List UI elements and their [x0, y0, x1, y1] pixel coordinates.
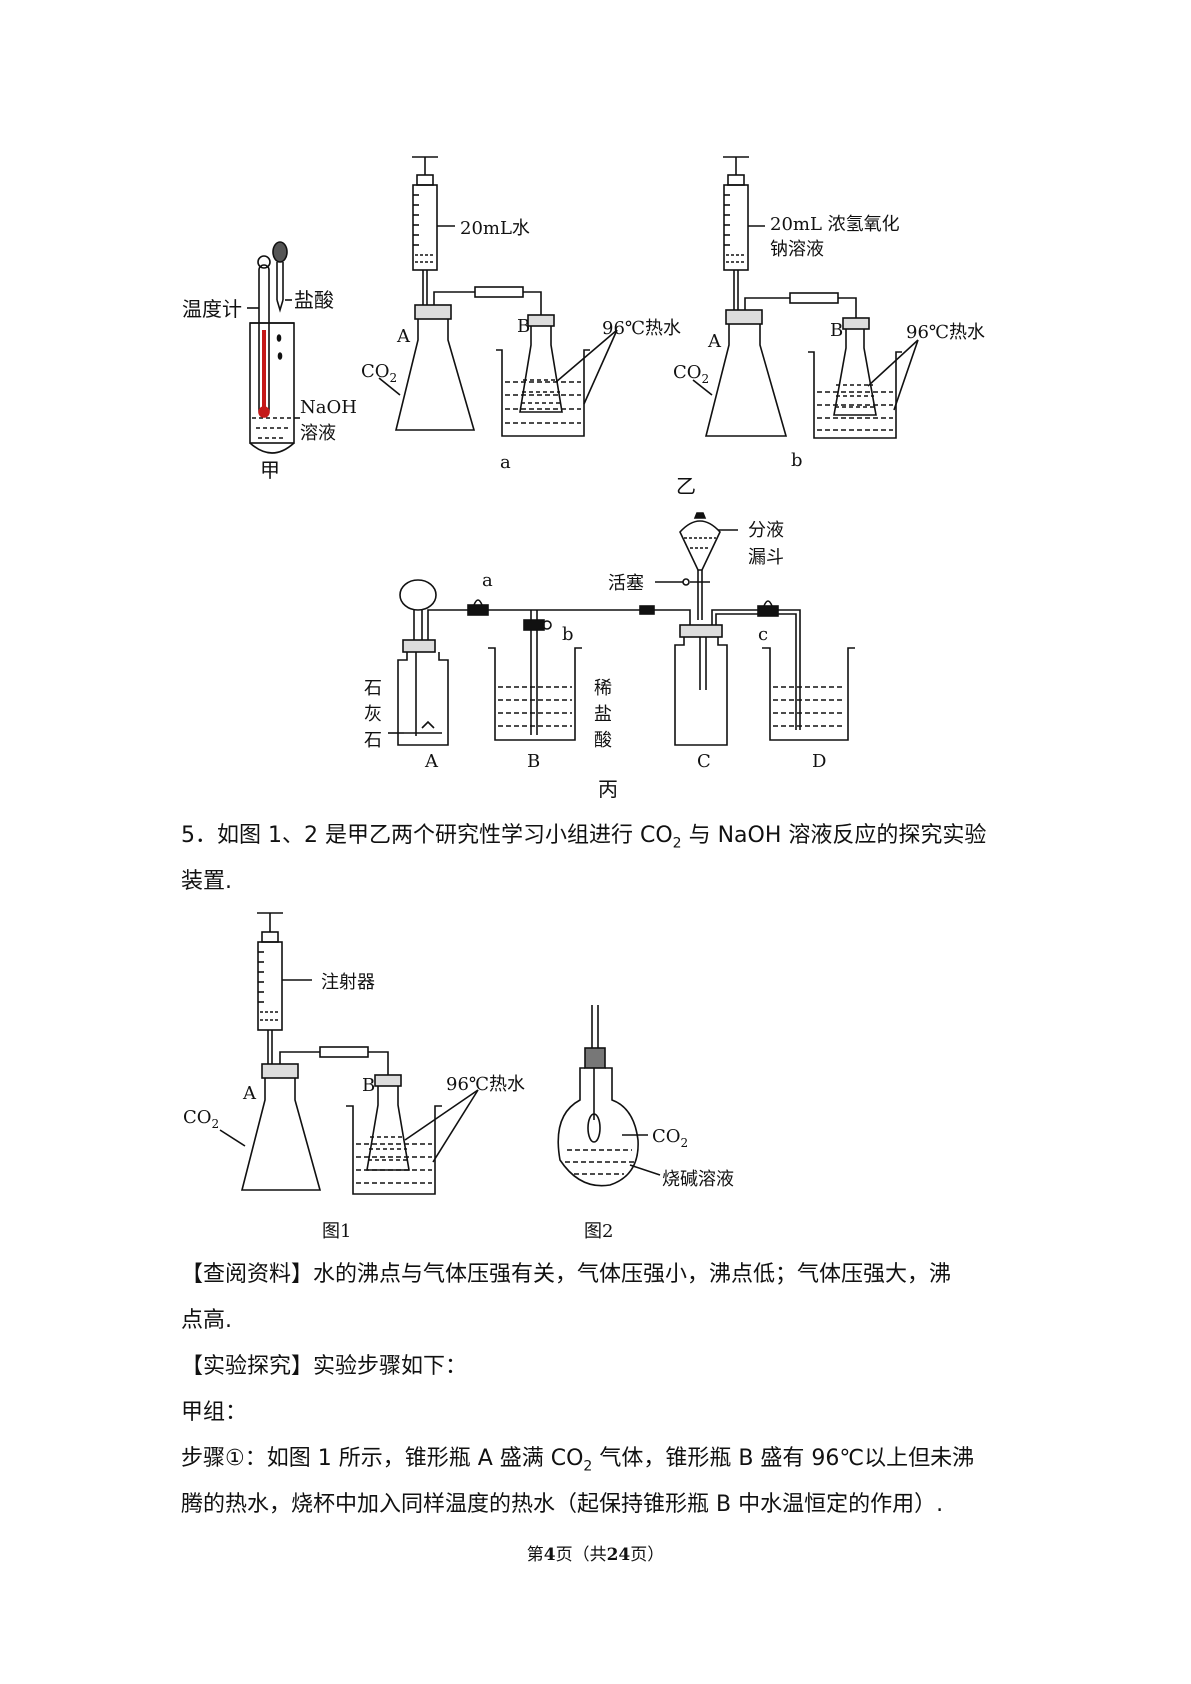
- limestone-3: 石: [364, 730, 382, 751]
- step-text-b: 气体，锥形瓶 B 盛有 96℃以上但未沸: [592, 1446, 975, 1471]
- label-C: C: [697, 751, 711, 772]
- hcl-label: 盐酸: [294, 288, 334, 312]
- question-line-2: 装置.: [181, 869, 232, 894]
- dilute-hcl-2: 盐: [594, 704, 612, 725]
- group-line: 甲组：: [181, 1400, 248, 1425]
- dilute-hcl-1: 稀: [594, 678, 612, 699]
- limestone-1: 石: [364, 678, 382, 699]
- co2-label-b: CO2: [673, 362, 709, 386]
- question-line-1: 5．如图 1、2 是甲乙两个研究性学习小组进行 CO2 与 NaOH 溶液反应的…: [181, 813, 1021, 866]
- figure-bing: 分液 漏斗 活塞 a b c 石 灰 石 稀 盐 酸 A B C D 丙: [364, 512, 855, 801]
- caption-jia: 甲: [260, 458, 280, 482]
- ref-line-2: 点高.: [181, 1308, 232, 1333]
- ref-line-1: 【查阅资料】水的沸点与气体压强有关，气体压强小，沸点低；气体压强大，沸: [181, 1262, 952, 1287]
- question-sub: 2: [672, 835, 682, 852]
- fig2-caption: 图2: [584, 1221, 613, 1242]
- syringe-a-label: 20mL水: [460, 218, 530, 239]
- clip-c-label: c: [758, 624, 768, 645]
- step-text-a: 步骤①：如图 1 所示，锥形瓶 A 盛满 CO: [181, 1446, 584, 1471]
- flask-a-label-b: A: [707, 331, 722, 352]
- caption-yi: 乙: [676, 474, 696, 498]
- flask-a-label: A: [396, 326, 411, 347]
- question-text-b: 与 NaOH 溶液反应的探究实验: [681, 823, 987, 848]
- footer-page: 4: [543, 1545, 556, 1565]
- fig1-flask-a: A: [242, 1083, 257, 1104]
- naoh-label-1: NaOH: [300, 397, 357, 418]
- step-line-1: 步骤①：如图 1 所示，锥形瓶 A 盛满 CO2 气体，锥形瓶 B 盛有 96℃…: [181, 1436, 1021, 1489]
- step-sub: 2: [583, 1458, 593, 1475]
- clip-b-label: b: [562, 624, 574, 645]
- flask-b-label: B: [517, 316, 530, 337]
- page-footer: 第4页（共24页）: [0, 1540, 1191, 1565]
- stopcock-label: 活塞: [608, 573, 644, 594]
- flask-b-label-b: B: [830, 320, 843, 341]
- label-A: A: [424, 751, 439, 772]
- thermometer-label: 温度计: [182, 297, 242, 321]
- fig1-caption: 图1: [322, 1221, 351, 1242]
- test-tube-apparatus: [247, 241, 300, 454]
- footer-suffix: 页）: [630, 1545, 665, 1565]
- fig1-co2: CO2: [183, 1107, 219, 1131]
- syringe-b-label-2: 钠溶液: [770, 239, 824, 260]
- explore-line: 【实验探究】实验步骤如下：: [181, 1354, 468, 1379]
- dilute-hcl-3: 酸: [594, 730, 612, 751]
- hot-water-label-b: 96℃热水: [906, 322, 985, 343]
- fig1-flask-b: B: [362, 1075, 375, 1096]
- fig2-co2: CO2: [652, 1126, 688, 1150]
- caption-bing: 丙: [598, 777, 618, 801]
- hot-water-label-a: 96℃热水: [602, 318, 681, 339]
- footer-middle: 页（共: [555, 1545, 607, 1565]
- label-B: B: [527, 751, 540, 772]
- fig1-hot-water: 96℃热水: [446, 1074, 525, 1095]
- question-text-a: 5．如图 1、2 是甲乙两个研究性学习小组进行 CO: [181, 823, 673, 848]
- apparatus-a: [378, 156, 618, 437]
- funnel-label-2: 漏斗: [748, 547, 784, 568]
- naoh-label-2: 溶液: [300, 423, 336, 444]
- caption-a: a: [500, 452, 511, 473]
- figure-jia-yi: 温度计 盐酸 NaOH 溶液 甲 20mL水 A B CO2 96℃热水 a 2…: [182, 156, 985, 498]
- step-line-2: 腾的热水，烧杯中加入同样温度的热水（起保持锥形瓶 B 中水温恒定的作用）.: [181, 1492, 944, 1517]
- limestone-2: 灰: [364, 704, 382, 725]
- caption-b: b: [791, 450, 803, 471]
- figures-1-2: 注射器 A B CO2 96℃热水 图1 CO2 烧碱溶液 图2: [183, 912, 734, 1242]
- footer-prefix: 第: [526, 1545, 544, 1565]
- syringe-label: 注射器: [321, 972, 375, 993]
- fig2-solution: 烧碱溶液: [662, 1169, 734, 1190]
- clip-a-label: a: [482, 570, 493, 591]
- apparatus-b: [692, 156, 919, 439]
- footer-total: 24: [606, 1545, 631, 1565]
- funnel-label-1: 分液: [748, 520, 784, 541]
- syringe-b-label-1: 20mL 浓氢氧化: [770, 214, 900, 235]
- label-D: D: [812, 751, 826, 772]
- co2-label-a: CO2: [361, 361, 397, 385]
